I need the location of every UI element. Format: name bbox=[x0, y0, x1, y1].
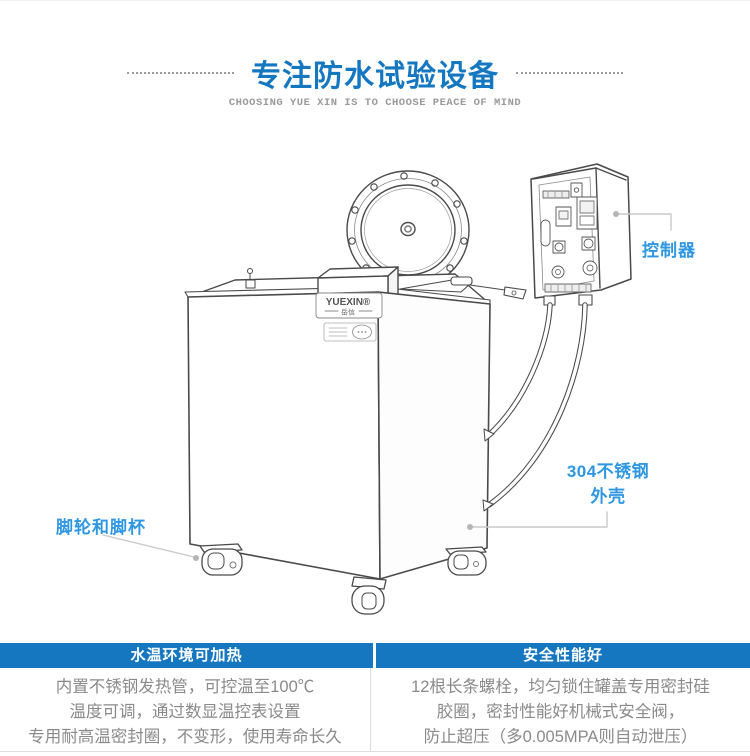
feature-left-line1: 内置不锈钢发热管，可控温至100℃ bbox=[55, 678, 315, 696]
feature-right-text: 12根长条螺栓，均匀锁住罐盖专用密封硅 胶圈，密封性能好机械式安全阀， 防止超压… bbox=[371, 668, 750, 751]
tank-lid bbox=[346, 170, 470, 290]
label-shell-line2: 外壳 bbox=[590, 487, 626, 506]
page-subtitle: CHOOSING YUE XIN IS TO CHOOSE PEACE OF M… bbox=[228, 97, 522, 109]
feature-header-bar: 水温环境可加热 安全性能好 bbox=[0, 643, 750, 668]
dotted-line-left bbox=[127, 72, 234, 74]
label-controller: 控制器 bbox=[642, 241, 696, 260]
label-shell: 304不锈钢 外壳 bbox=[548, 459, 668, 509]
caster-front-left bbox=[199, 543, 243, 576]
feature-right-line1: 12根长条螺栓，均匀锁住罐盖专用密封硅 bbox=[411, 678, 710, 696]
dotted-line-right bbox=[516, 72, 623, 74]
feature-right-line2: 胶圈，密封性能好机械式安全阀， bbox=[436, 703, 685, 721]
caster-right bbox=[445, 546, 487, 576]
tank-body bbox=[187, 291, 491, 580]
page-title: 专注防水试验设备 bbox=[251, 60, 499, 93]
power-cables bbox=[482, 302, 588, 512]
brand-plate: YUEXIN® 岳信 bbox=[315, 292, 383, 319]
feature-left-line3: 专用耐高温密封圈，不变形，使用寿命长久 bbox=[28, 728, 342, 746]
callout-leaders bbox=[102, 211, 672, 561]
label-sticker bbox=[323, 322, 377, 342]
feature-header-divider bbox=[373, 643, 376, 668]
section-title-row: 专注防水试验设备 bbox=[0, 51, 750, 95]
control-box bbox=[530, 163, 632, 306]
feature-left-title: 水温环境可加热 bbox=[130, 647, 243, 664]
feature-right-title: 安全性能好 bbox=[522, 647, 603, 664]
callout-line-casters bbox=[102, 534, 195, 558]
callout-line-shell bbox=[470, 511, 608, 528]
feature-left-line2: 温度可调，通过数显温控表设置 bbox=[69, 703, 301, 721]
brand-text: YUEXIN® bbox=[326, 297, 371, 308]
caster-front-center bbox=[351, 576, 387, 615]
callout-line-controller bbox=[615, 213, 672, 231]
callout-dot-controller bbox=[613, 211, 619, 217]
callout-dot-casters bbox=[193, 555, 199, 561]
feature-right-line3: 防止超压（多0.005MPA则自动泄压） bbox=[423, 728, 698, 746]
label-shell-line1: 304不锈钢 bbox=[566, 462, 650, 481]
callout-dot-shell bbox=[467, 524, 473, 530]
lid-latch bbox=[399, 276, 527, 300]
top-valve bbox=[245, 268, 256, 289]
label-casters: 脚轮和脚杯 bbox=[56, 518, 146, 537]
brand-text-cn: 岳信 bbox=[341, 308, 355, 317]
control-panel-components bbox=[540, 182, 598, 293]
feature-left-text: 内置不锈钢发热管，可控温至100℃ 温度可调，通过数显温控表设置 专用耐高温密封… bbox=[0, 668, 371, 751]
feature-body: 内置不锈钢发热管，可控温至100℃ 温度可调，通过数显温控表设置 专用耐高温密封… bbox=[0, 668, 750, 752]
